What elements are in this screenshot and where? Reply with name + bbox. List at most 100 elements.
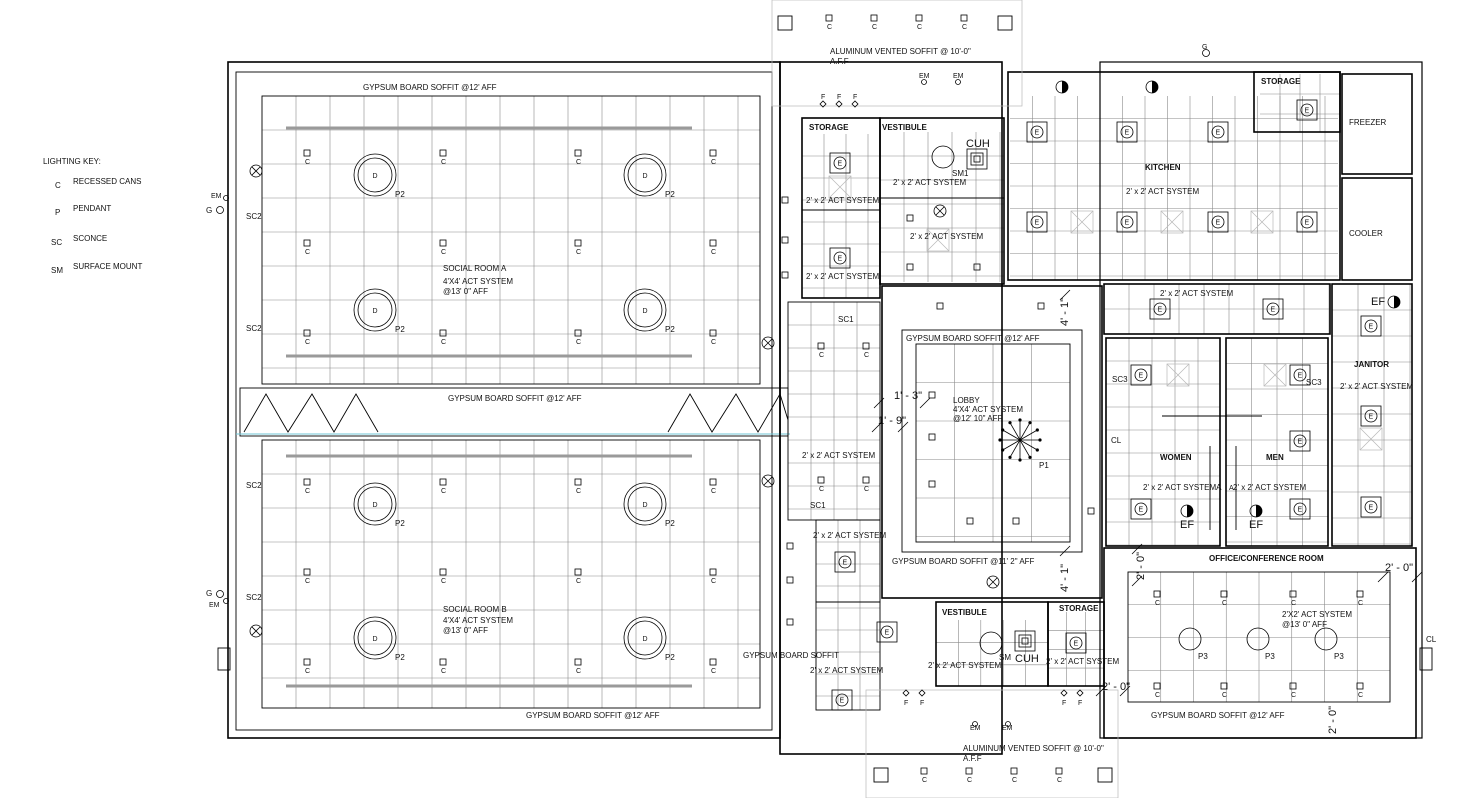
cabinet-unit-heater bbox=[1014, 630, 1036, 652]
air-diffuser bbox=[1263, 363, 1287, 387]
downlight bbox=[936, 302, 944, 310]
lobby-name: LOBBY bbox=[953, 396, 980, 405]
cooler-name: COOLER bbox=[1349, 229, 1383, 238]
recessed-can: C bbox=[574, 239, 582, 256]
vestibule-bottom-name: VESTIBULE bbox=[942, 608, 988, 617]
emergency-light: E bbox=[1262, 298, 1284, 320]
svg-text:E: E bbox=[1369, 324, 1374, 331]
svg-text:E: E bbox=[1139, 507, 1144, 514]
svg-text:C: C bbox=[576, 339, 581, 346]
key-label-pendant: PENDANT bbox=[73, 204, 111, 213]
dim-1-9: 1' - 9" bbox=[878, 415, 906, 427]
tag-sc2-3: SC2 bbox=[246, 481, 262, 490]
recessed-can: C bbox=[709, 478, 717, 495]
svg-text:C: C bbox=[576, 159, 581, 166]
svg-text:E: E bbox=[1035, 130, 1040, 137]
recessed-can: C bbox=[862, 476, 870, 493]
svg-text:C: C bbox=[1012, 777, 1017, 784]
social-room-b-height: @13' 0" AFF bbox=[443, 626, 488, 635]
air-diffuser bbox=[1166, 363, 1190, 387]
svg-text:C: C bbox=[1222, 600, 1227, 607]
g-circle bbox=[216, 206, 224, 214]
recessed-can: C bbox=[862, 342, 870, 359]
canopy-fixture: F bbox=[1060, 689, 1068, 707]
tag-em-bottom-2: EM bbox=[1002, 725, 1013, 732]
svg-text:P2: P2 bbox=[665, 325, 675, 334]
svg-text:C: C bbox=[441, 339, 446, 346]
dim-2-0-a: 2' - 0" bbox=[1135, 552, 1147, 580]
soffit-lobby-top: GYPSUM BOARD SOFFIT @12' AFF bbox=[906, 334, 1040, 343]
social-room-a-system: 4'X4' ACT SYSTEM bbox=[443, 277, 513, 286]
men-grid bbox=[1226, 338, 1328, 546]
recessed-can: C bbox=[1220, 590, 1228, 607]
svg-text:E: E bbox=[1035, 220, 1040, 227]
svg-text:C: C bbox=[441, 668, 446, 675]
right-wing-outline bbox=[1099, 61, 1423, 739]
svg-text:F: F bbox=[904, 700, 908, 707]
svg-text:D: D bbox=[373, 636, 378, 643]
tag-sc1-1: SC1 bbox=[838, 315, 854, 324]
alum-soffit-bottom-aff: A.F.F bbox=[963, 754, 982, 763]
storage-bottom-grid bbox=[1048, 612, 1104, 686]
lobby-grid-edge bbox=[915, 343, 1071, 543]
office-height: @13' 0" AFF bbox=[1282, 620, 1327, 629]
svg-text:D: D bbox=[643, 636, 648, 643]
em-circle bbox=[921, 79, 927, 85]
kitchen-name: KITCHEN bbox=[1145, 163, 1181, 172]
act-storage-1: 2' x 2' ACT SYSTEM bbox=[806, 196, 879, 205]
sconce-fixture bbox=[761, 336, 775, 350]
svg-text:C: C bbox=[922, 777, 927, 784]
exhaust-fan bbox=[1055, 80, 1069, 94]
svg-text:F: F bbox=[853, 94, 857, 101]
act-storage-bottom: 2' x 2' ACT SYSTEM bbox=[1046, 657, 1119, 666]
tag-em-left-2: EM bbox=[209, 602, 220, 609]
air-diffuser bbox=[926, 228, 950, 252]
act-corridor: 2' x 2' ACT SYSTEM bbox=[802, 451, 875, 460]
svg-text:C: C bbox=[576, 488, 581, 495]
act-men: 2' x 2' ACT SYSTEM bbox=[1233, 483, 1306, 492]
svg-text:P2: P2 bbox=[665, 190, 675, 199]
svg-text:C: C bbox=[1291, 692, 1296, 699]
svg-text:F: F bbox=[1078, 700, 1082, 707]
wall-fixture bbox=[786, 542, 794, 550]
downlight bbox=[1012, 517, 1020, 525]
social-room-a-border bbox=[261, 95, 761, 385]
canopy-fixture: F bbox=[835, 94, 843, 108]
pendant-fixture: DP2 bbox=[623, 153, 675, 199]
emergency-light: E bbox=[876, 621, 898, 643]
tag-cuh-top: CUH bbox=[966, 138, 990, 150]
office-wall bbox=[1103, 547, 1417, 739]
emergency-light: E bbox=[1149, 298, 1171, 320]
soffit-top: GYPSUM BOARD SOFFIT @12' AFF bbox=[363, 83, 497, 92]
sconce-fixture bbox=[761, 474, 775, 488]
emergency-light: E bbox=[1130, 364, 1152, 386]
dim-2-0-b: 2' - 0" bbox=[1385, 562, 1413, 574]
recessed-can: C bbox=[709, 149, 717, 166]
recessed-can: C bbox=[709, 239, 717, 256]
building-walls bbox=[217, 0, 1433, 798]
lighting-key-title: LIGHTING KEY: bbox=[43, 157, 101, 166]
svg-text:E: E bbox=[1074, 641, 1079, 648]
women-grid bbox=[1106, 338, 1220, 546]
left-wing-inner-wall bbox=[235, 71, 773, 731]
air-diffuser bbox=[1359, 427, 1383, 451]
freezer-name: FREEZER bbox=[1349, 118, 1387, 127]
svg-text:C: C bbox=[1155, 600, 1160, 607]
corridor-lower-grid bbox=[816, 520, 880, 710]
soffit-office: GYPSUM BOARD SOFFIT @12' AFF bbox=[1151, 711, 1285, 720]
em-circle bbox=[223, 195, 229, 201]
recessed-can: C bbox=[439, 239, 447, 256]
tag-em-left-1: EM bbox=[211, 193, 222, 200]
svg-text:C: C bbox=[576, 668, 581, 675]
tag-g-left-1: G bbox=[206, 206, 212, 215]
svg-text:D: D bbox=[373, 308, 378, 315]
recessed-can: C bbox=[439, 329, 447, 346]
room-labels: SOCIAL ROOM A 4'X4' ACT SYSTEM @13' 0" A… bbox=[443, 77, 1389, 635]
exhaust-fan bbox=[1180, 504, 1194, 518]
recessed-can: C bbox=[1153, 682, 1161, 699]
svg-text:C: C bbox=[305, 339, 310, 346]
dim-1-3: 1' - 3" bbox=[894, 390, 922, 402]
recessed-can: C bbox=[574, 478, 582, 495]
downlight bbox=[928, 433, 936, 441]
